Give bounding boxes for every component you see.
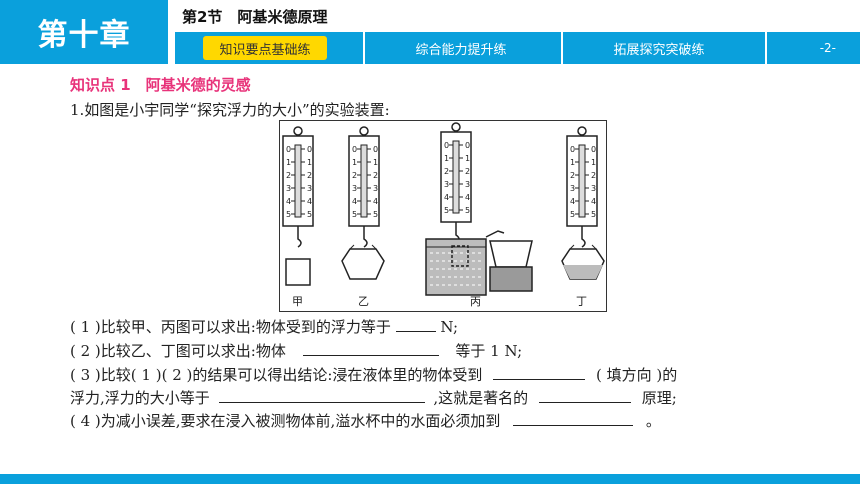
- scale-tick-label: 0: [591, 145, 596, 154]
- nav-divider: [765, 32, 767, 64]
- scale-tick-label: 3: [591, 184, 596, 193]
- scale-tick-label: 1: [352, 158, 357, 167]
- scale-tick-label: 1: [444, 154, 449, 163]
- scale-tick-label: 0: [570, 145, 575, 154]
- answer-line-2: ( 2 )比较乙、丁图可以求出:物体 等于 1 N;: [70, 340, 522, 361]
- figure-label: 乙: [358, 295, 369, 308]
- scale-tick-label: 5: [352, 210, 357, 219]
- answer-line-4: 浮力,浮力的大小等于 ,这就是著名的 原理;: [70, 387, 677, 408]
- answer-blank-4[interactable]: [218, 388, 425, 403]
- scale-bing-spring-scale: 0 0 1 1 2 2 3 3 4 4 5 5: [440, 122, 472, 244]
- scale-tick-label: 1: [307, 158, 312, 167]
- answer-line-1: ( 1 )比较甲、丙图可以求出:物体受到的浮力等于 N;: [70, 316, 458, 337]
- scale-tick-label: 0: [352, 145, 357, 154]
- section-title: 第2节 阿基米德原理: [182, 8, 328, 26]
- scale-tick-label: 5: [444, 206, 449, 215]
- scale-tick-label: 5: [465, 206, 470, 215]
- scale-tick-label: 3: [570, 184, 575, 193]
- scale-tick-label: 4: [352, 197, 357, 206]
- scale-tick-label: 3: [444, 180, 449, 189]
- scale-tick-label: 0: [444, 141, 449, 150]
- scale-tick-label: 4: [570, 197, 575, 206]
- scale-tick-label: 1: [570, 158, 575, 167]
- scale-tick-label: 1: [465, 154, 470, 163]
- scale-tick-label: 2: [444, 167, 449, 176]
- line-4-mid: ,这就是著名的: [433, 389, 529, 407]
- line-2-tail: 等于 1 N;: [455, 342, 523, 360]
- scale-tick-label: 3: [307, 184, 312, 193]
- tab-comprehensive-practice[interactable]: 综合能力提升练: [415, 42, 507, 58]
- scale-tick-label: 0: [307, 145, 312, 154]
- catch-beaker: [489, 240, 533, 292]
- answer-blank-5[interactable]: [538, 388, 631, 403]
- scale-tick-label: 3: [286, 184, 291, 193]
- line-4-tail: 原理;: [641, 389, 677, 407]
- scale-tick-label: 2: [352, 171, 357, 180]
- scale-tick-label: 3: [373, 184, 378, 193]
- scale-tick-label: 5: [373, 210, 378, 219]
- scale-tick-label: 3: [465, 180, 470, 189]
- overflow-cup: [425, 230, 505, 296]
- line-1-text: ( 1 )比较甲、丙图可以求出:物体受到的浮力等于: [70, 318, 391, 336]
- nav-divider: [561, 32, 563, 64]
- weighing-pan-with-water: [561, 244, 605, 280]
- scale-tick-label: 0: [286, 145, 291, 154]
- line-5-text: ( 4 )为减小误差,要求在浸入被测物体前,溢水杯中的水面必须加到: [70, 412, 501, 430]
- line-1-tail: N;: [440, 318, 459, 336]
- scale-tick-label: 0: [373, 145, 378, 154]
- line-4-text: 浮力,浮力的大小等于: [70, 389, 210, 407]
- scale-tick-label: 2: [373, 171, 378, 180]
- scale-tick-label: 4: [444, 193, 449, 202]
- answer-line-3: ( 3 )比较( 1 )( 2 )的结果可以得出结论:浸在液体里的物体受到 ( …: [70, 364, 677, 385]
- knowledge-point-heading: 知识点 1 阿基米德的灵感: [70, 76, 251, 94]
- scale-tick-label: 1: [373, 158, 378, 167]
- scale-tick-label: 1: [286, 158, 291, 167]
- bottom-bar: [0, 474, 860, 484]
- scale-tick-label: 0: [465, 141, 470, 150]
- experiment-figure: 0 0 1 1 2 2 3 3 4 4 5 5 0 0 1 1 2 2 3 3 4 4 5 5 0 0 1 1 2 2 3 3 4 4 5 5 0 0 1 1…: [279, 120, 607, 312]
- tab-extension-practice[interactable]: 拓展探究突破练: [613, 42, 705, 58]
- line-3-tail: ( 填方向 )的: [595, 366, 678, 384]
- nav-bar: 知识要点基础练 综合能力提升练 拓展探究突破练 -2-: [175, 32, 860, 64]
- chapter-title: 第十章: [0, 0, 168, 64]
- figure-label: 甲: [292, 295, 303, 308]
- answer-blank-3[interactable]: [493, 365, 586, 380]
- scale-tick-label: 4: [373, 197, 378, 206]
- line-5-tail: 。: [645, 412, 661, 430]
- line-2-text: ( 2 )比较乙、丁图可以求出:物体: [70, 342, 286, 360]
- scale-jia-spring-scale: 0 0 1 1 2 2 3 3 4 4 5 5: [282, 126, 314, 248]
- question-stem: 1.如图是小宇同学“探究浮力的大小”的实验装置:: [70, 101, 390, 119]
- scale-tick-label: 2: [307, 171, 312, 180]
- scale-tick-label: 1: [591, 158, 596, 167]
- scale-tick-label: 4: [307, 197, 312, 206]
- scale-tick-label: 5: [307, 210, 312, 219]
- scale-tick-label: 2: [591, 171, 596, 180]
- page-number: -2-: [819, 41, 836, 55]
- object-block: [285, 258, 311, 286]
- scale-tick-label: 2: [570, 171, 575, 180]
- figure-label: 丁: [576, 295, 587, 308]
- answer-blank-6[interactable]: [513, 411, 634, 426]
- scale-yi-spring-scale: 0 0 1 1 2 2 3 3 4 4 5 5: [348, 126, 380, 248]
- scale-tick-label: 5: [286, 210, 291, 219]
- answer-blank-2[interactable]: [302, 341, 439, 356]
- figure-label: 丙: [470, 295, 481, 308]
- scale-ding-spring-scale: 0 0 1 1 2 2 3 3 4 4 5 5: [566, 126, 598, 248]
- answer-line-5: ( 4 )为减小误差,要求在浸入被测物体前,溢水杯中的水面必须加到 。: [70, 410, 661, 431]
- weighing-pan-empty: [341, 248, 385, 280]
- scale-tick-label: 5: [570, 210, 575, 219]
- answer-blank-1[interactable]: [395, 317, 436, 332]
- scale-tick-label: 2: [286, 171, 291, 180]
- tab-basic-practice[interactable]: 知识要点基础练: [203, 36, 327, 60]
- scale-tick-label: 3: [352, 184, 357, 193]
- scale-tick-label: 4: [591, 197, 596, 206]
- scale-tick-label: 5: [591, 210, 596, 219]
- line-3-text: ( 3 )比较( 1 )( 2 )的结果可以得出结论:浸在液体里的物体受到: [70, 366, 483, 384]
- scale-tick-label: 2: [465, 167, 470, 176]
- scale-tick-label: 4: [465, 193, 470, 202]
- scale-tick-label: 4: [286, 197, 291, 206]
- spring-scale-diagram: 0 0 1 1 2 2 3 3 4 4 5 5 0 0 1 1 2 2 3 3 4 4 5 5 0 0 1 1 2 2 3 3 4 4 5 5 0 0 1 1…: [282, 122, 605, 308]
- nav-divider: [363, 32, 365, 64]
